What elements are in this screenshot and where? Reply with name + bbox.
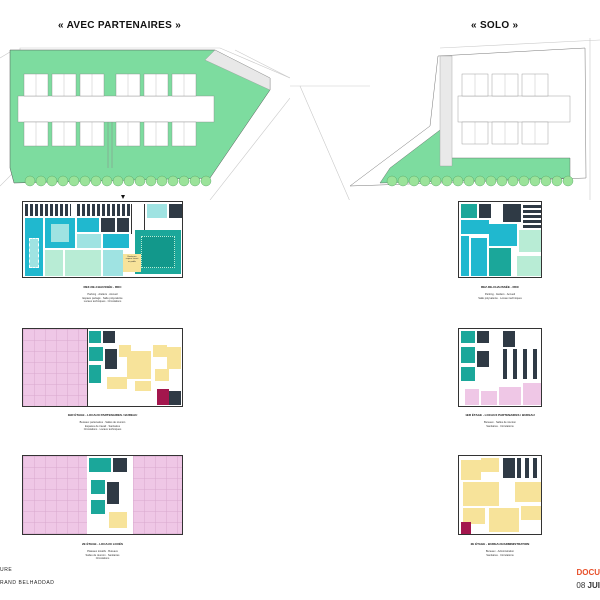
tree-row-solo [386, 175, 574, 187]
caption-partenaires-rdc: REZ-DE-CHAUSSÉE - RDC Parking · Ateliers… [22, 283, 183, 303]
entry-arrow-icon [121, 195, 125, 199]
footer-date-month: JUI [587, 581, 600, 590]
footer-doc-label: DOCU [576, 568, 600, 577]
boutique-label: Boutiques espace ouvert au public [125, 256, 139, 263]
pink-zone [23, 329, 87, 406]
caption-title: 2E ÉTAGE - LOCAUX LOUÉS [81, 542, 124, 547]
site-plan-partenaires [0, 47, 290, 200]
plan-partenaires-etage2 [22, 455, 183, 535]
plan-solo-etage2 [458, 455, 542, 535]
plan-solo-rdc [458, 201, 542, 278]
title-solo: « SOLO » [471, 20, 519, 31]
caption-title: 1ER ÉTAGE - LOCAUX PARTENAIRES / BUREAU [465, 413, 535, 418]
caption-lines: Bureaux partenaires · Salles de réunion … [79, 421, 126, 432]
caption-title: REZ-DE-CHAUSSÉE - RDC [83, 285, 122, 290]
caption-title: 1ER ÉTAGE - LOCAUX PARTENAIRES / BUREAU [67, 413, 138, 418]
caption-solo-rdc: REZ-DE-CHAUSSÉE - RDC Parking · Ateliers… [440, 283, 560, 300]
caption-lines: Bureaux · Salles de réunion Sanitaires ·… [483, 421, 516, 428]
footer-author-line1: URE [0, 567, 13, 573]
caption-solo-etage1: 1ER ÉTAGE - LOCAUX PARTENAIRES / BUREAU … [440, 411, 560, 428]
caption-partenaires-etage1: 1ER ÉTAGE - LOCAUX PARTENAIRES / BUREAU … [22, 411, 183, 431]
boutique-popup [123, 254, 141, 272]
footer-date-day: 08 [576, 581, 588, 590]
tree-row [24, 175, 212, 187]
caption-lines: Bureaux · Administration Sanitaires · Ci… [485, 550, 515, 557]
footer-author-line2: RAND BELHADDAD [0, 580, 55, 586]
plan-partenaires-etage1 [22, 328, 183, 407]
caption-lines: Parking · Ateliers · Accueil Espace part… [82, 293, 123, 304]
site-plan-solo [290, 38, 600, 200]
caption-title: 2E ÉTAGE - BUREAUX/ADMINISTRATION [470, 542, 530, 547]
bike-parking-2 [77, 204, 131, 216]
caption-lines: Parking · Ateliers · Accueil Salle polyv… [478, 293, 522, 300]
building-band [17, 95, 215, 123]
bike-parking [25, 204, 71, 216]
meeting-crimson [157, 389, 169, 405]
plan-solo-etage1 [458, 328, 542, 407]
caption-solo-etage2: 2E ÉTAGE - BUREAUX/ADMINISTRATION Bureau… [440, 540, 560, 557]
caption-title: REZ-DE-CHAUSSÉE - RDC [480, 285, 519, 290]
plan-partenaires-rdc: Boutiques espace ouvert au public [22, 201, 183, 278]
footer-date: 08 JUI [576, 581, 600, 590]
office-yellow-1 [127, 351, 151, 379]
caption-lines: Plateaux locatifs · Bureaux Salles de ré… [85, 550, 120, 561]
caption-partenaires-etage2: 2E ÉTAGE - LOCAUX LOUÉS Plateaux locatif… [22, 540, 183, 560]
title-avec-partenaires: « AVEC PARTENAIRES » [58, 20, 182, 31]
